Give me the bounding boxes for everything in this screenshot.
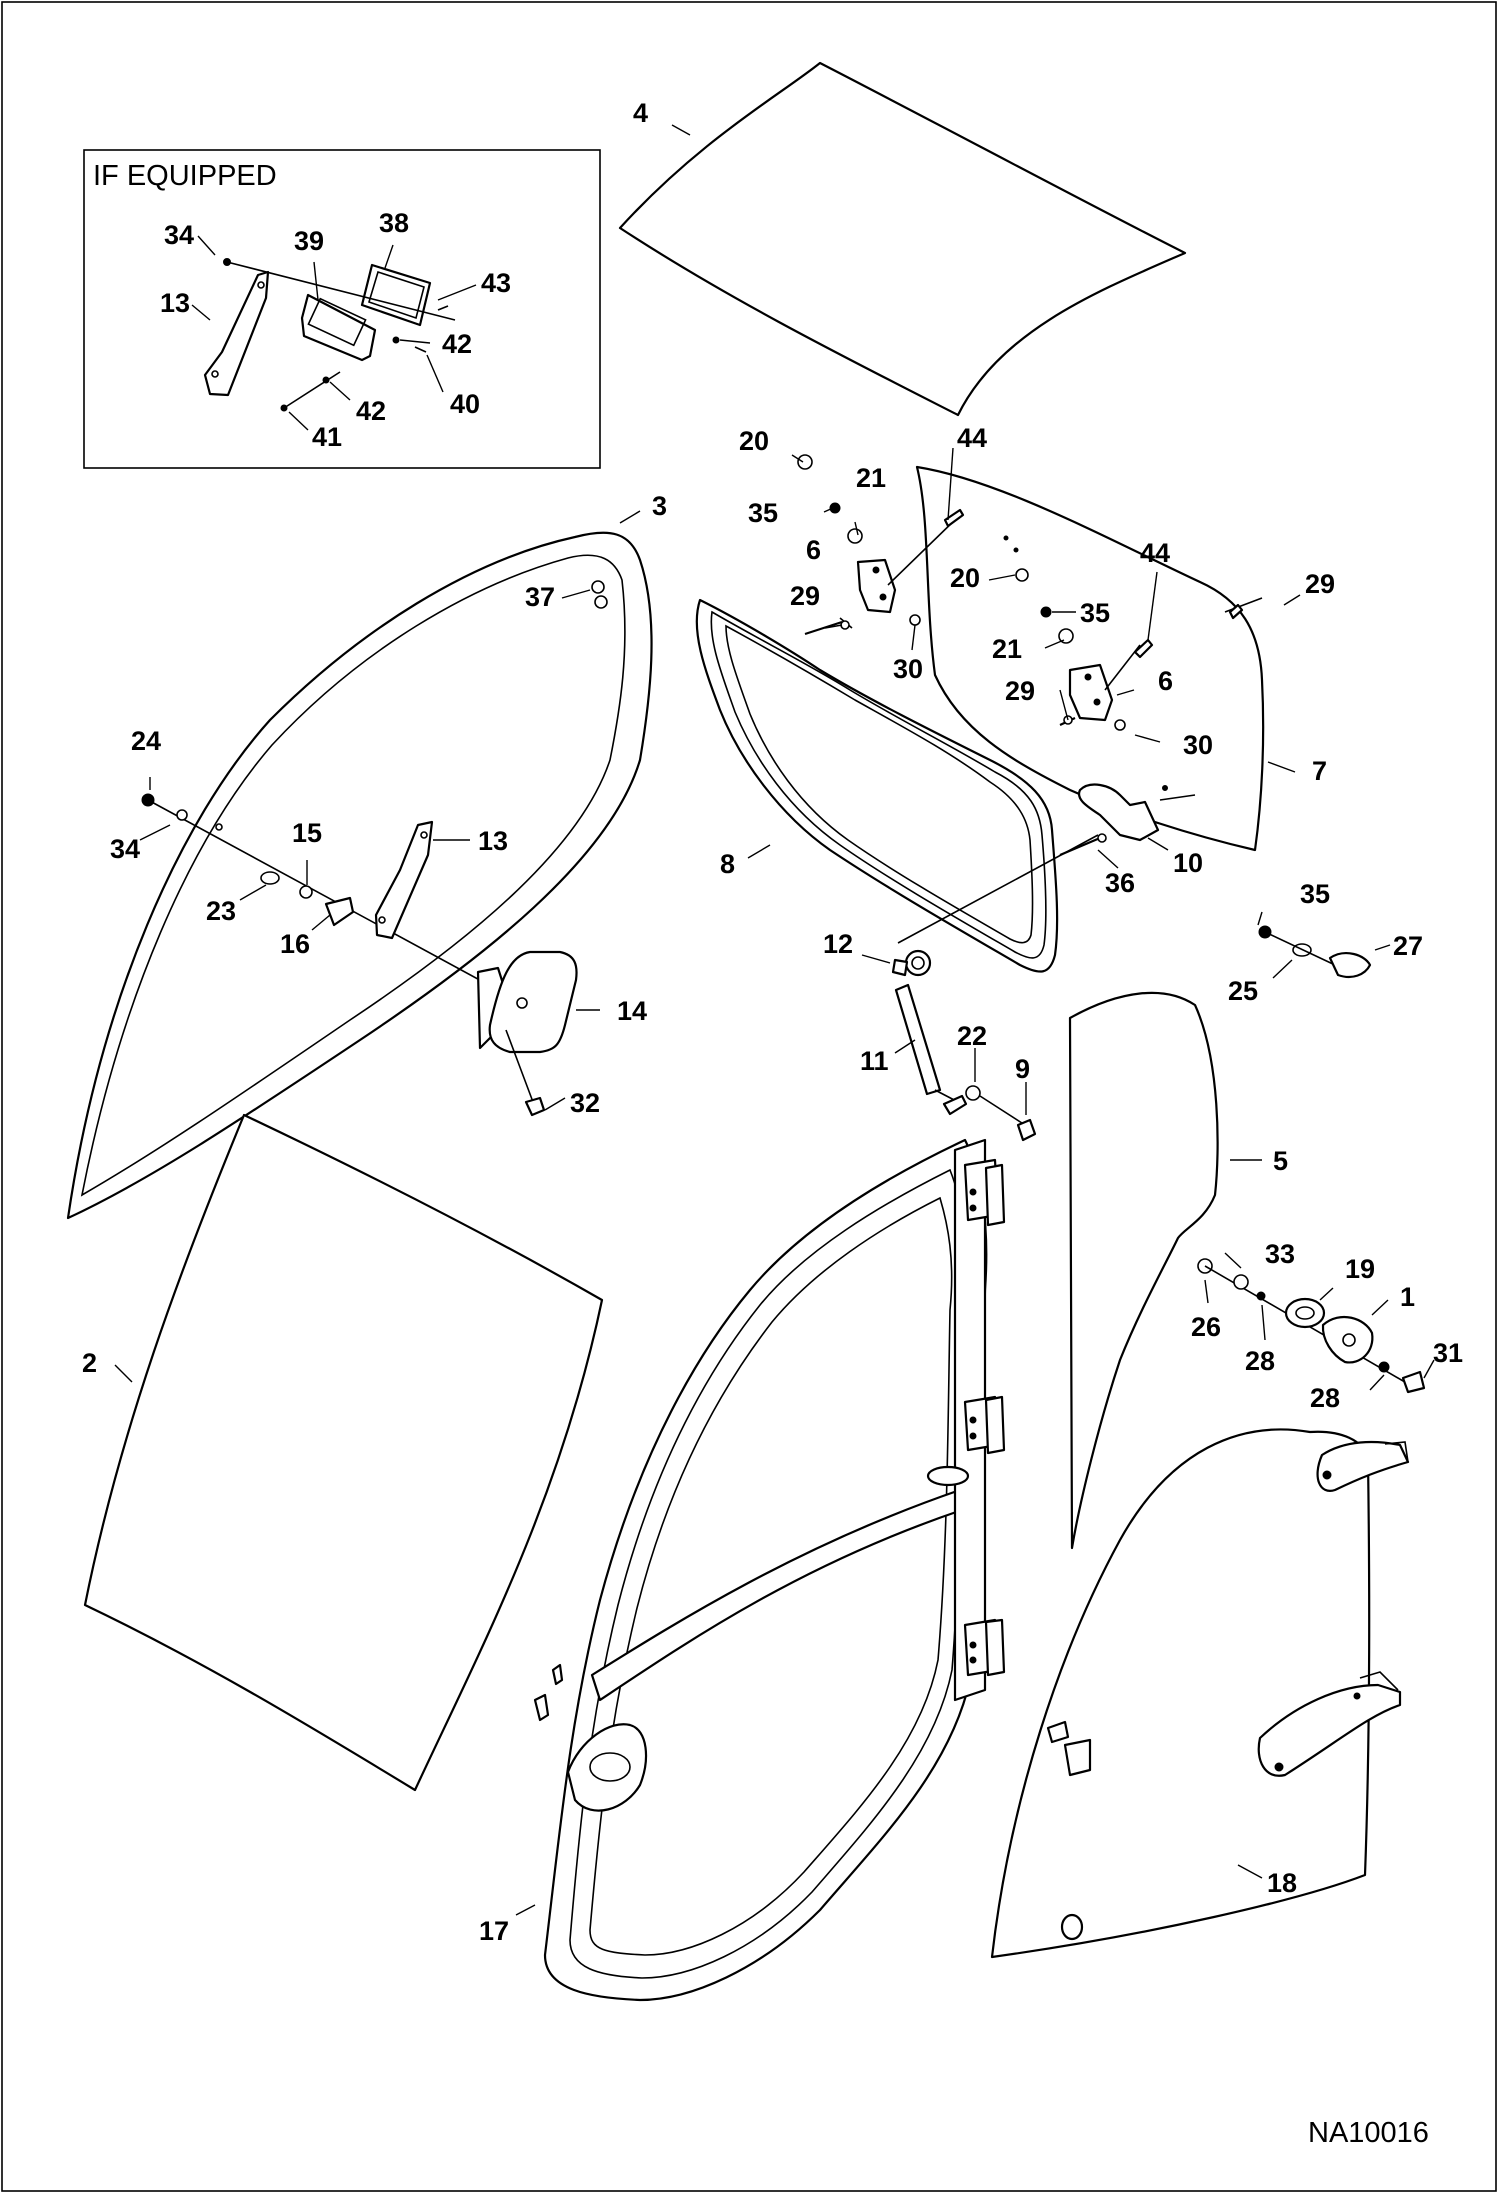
callout-29a: 29 (790, 581, 820, 611)
callout-41: 41 (312, 422, 342, 452)
callout-43: 43 (481, 268, 511, 298)
callout-42a: 42 (442, 329, 472, 359)
callout-15: 15 (292, 818, 322, 848)
callout-35a: 35 (748, 498, 778, 528)
callout-35c: 35 (1300, 879, 1330, 909)
callout-8: 8 (720, 849, 735, 879)
callout-27: 27 (1393, 931, 1423, 961)
callout-44a: 44 (957, 423, 987, 453)
front-windshield-glass (83, 1113, 604, 1792)
door-glass (990, 1428, 1410, 1959)
callout-29c: 29 (1305, 569, 1335, 599)
callout-2: 2 (82, 1348, 97, 1378)
callout-21a: 21 (856, 463, 886, 493)
callout-30a: 30 (893, 654, 923, 684)
callout-25: 25 (1228, 976, 1258, 1006)
callout-20b: 20 (950, 563, 980, 593)
callout-20a: 20 (739, 426, 769, 456)
door-hinges (963, 1158, 1006, 1677)
mirror-assembly (139, 777, 600, 1117)
callout-6a: 6 (806, 535, 821, 565)
callout-24: 24 (131, 726, 161, 756)
callout-34-inset: 34 (164, 220, 194, 250)
callout-18: 18 (1267, 1868, 1297, 1898)
callout-11: 11 (860, 1046, 889, 1076)
callout-6b: 6 (1158, 666, 1173, 696)
callout-23: 23 (206, 896, 236, 926)
callout-32: 32 (570, 1088, 600, 1118)
callout-28a: 28 (1245, 1346, 1275, 1376)
callout-39: 39 (294, 226, 324, 256)
door-handle-assembly (1197, 1252, 1435, 1394)
if-equipped-inset: IF EQUIPPED (83, 149, 601, 469)
callout-31: 31 (1433, 1338, 1463, 1368)
window-seal (695, 598, 1059, 973)
top-window-glass (791, 447, 1301, 944)
callout-9: 9 (1015, 1054, 1030, 1084)
callout-34: 34 (110, 834, 140, 864)
callout-13-inset: 13 (160, 288, 190, 318)
callout-5: 5 (1273, 1146, 1288, 1176)
callout-42b: 42 (356, 396, 386, 426)
roof-panel (618, 61, 1187, 417)
callout-4: 4 (633, 98, 648, 128)
callout-44b: 44 (1140, 538, 1170, 568)
callout-16: 16 (280, 929, 310, 959)
callout-37: 37 (525, 582, 555, 612)
rear-window-frame (66, 510, 653, 1220)
callout-7: 7 (1312, 756, 1327, 786)
callout-21b: 21 (992, 634, 1022, 664)
callout-33: 33 (1265, 1239, 1295, 1269)
callout-14: 14 (617, 996, 647, 1026)
callout-12: 12 (823, 929, 853, 959)
side-window-glass (1068, 991, 1262, 1550)
callout-10: 10 (1173, 848, 1203, 878)
callout-30b: 30 (1183, 730, 1213, 760)
callout-17: 17 (479, 1916, 509, 1946)
callout-36: 36 (1105, 868, 1135, 898)
callout-35b: 35 (1080, 598, 1110, 628)
gas-strut (861, 949, 1037, 1142)
inset-label: IF EQUIPPED (93, 160, 277, 192)
callout-29b: 29 (1005, 676, 1035, 706)
callout-38: 38 (379, 208, 409, 238)
callout-3: 3 (652, 491, 667, 521)
callout-13: 13 (478, 826, 508, 856)
callout-1: 1 (1400, 1282, 1415, 1312)
callout-19: 19 (1345, 1254, 1375, 1284)
drawing-number: NA10016 (1308, 2117, 1429, 2149)
callout-labels: 1 2 3 4 5 6 6 7 8 9 10 11 12 13 13 14 15… (82, 98, 1463, 1946)
knob-assembly (1257, 911, 1391, 979)
callout-26: 26 (1191, 1312, 1221, 1342)
callout-40: 40 (450, 389, 480, 419)
callout-22: 22 (957, 1021, 987, 1051)
callout-28b: 28 (1310, 1383, 1340, 1413)
door-frame (515, 1138, 1006, 2002)
